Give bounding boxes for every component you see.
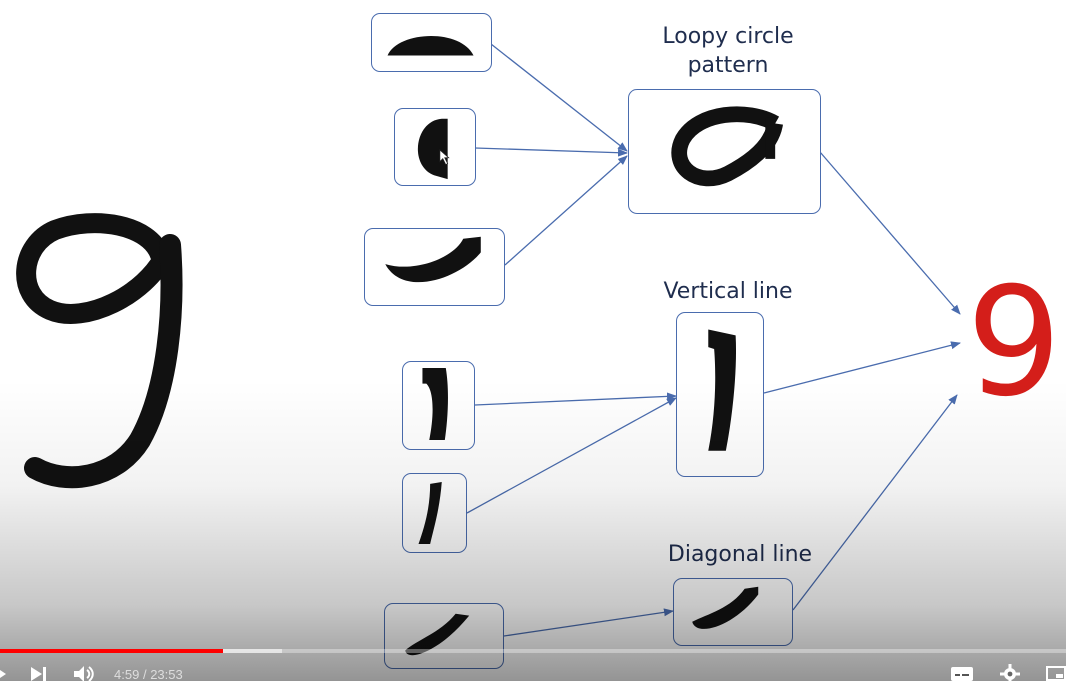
progress-played: [0, 649, 223, 653]
control-bar: 4:59 / 23:53: [0, 658, 1066, 681]
feature-bottom-curve: [364, 228, 505, 306]
subtitles-button[interactable]: [951, 667, 973, 681]
cursor-icon: [439, 149, 450, 166]
time-separator: /: [142, 667, 147, 681]
play-button[interactable]: [0, 666, 6, 681]
gear-icon: [1000, 664, 1020, 681]
label-loopy-circle: Loopy circle pattern: [628, 22, 828, 80]
next-button[interactable]: [30, 667, 48, 681]
feature-vertical-top: [402, 361, 475, 450]
handwritten-digit-nine: [16, 213, 183, 489]
feature-top-arc: [371, 13, 492, 72]
volume-button[interactable]: [74, 666, 96, 681]
label-vertical-line: Vertical line: [663, 279, 793, 304]
pattern-diagonal-line: [673, 578, 793, 646]
feature-diagonal-small: [384, 603, 504, 669]
miniplayer-icon: [1046, 666, 1066, 681]
result-digit: 9: [966, 256, 1062, 430]
current-time: 4:59: [114, 667, 140, 681]
duration: 23:53: [150, 667, 183, 681]
pattern-vertical-line: [676, 312, 764, 477]
miniplayer-button[interactable]: [1046, 666, 1066, 681]
time-display: 4:59 / 23:53: [114, 667, 183, 681]
settings-button[interactable]: [1000, 664, 1020, 681]
feature-vertical-bottom: [402, 473, 467, 553]
volume-icon: [74, 666, 94, 681]
progress-bar[interactable]: [0, 649, 1066, 653]
feature-left-curve: [394, 108, 476, 186]
label-loopy-line1: Loopy circle: [662, 24, 794, 49]
next-icon: [31, 667, 46, 681]
label-diagonal-line: Diagonal line: [667, 542, 813, 567]
pattern-loopy-circle: [628, 89, 821, 214]
label-loopy-line2: pattern: [687, 53, 769, 78]
subtitles-icon: [951, 667, 973, 681]
